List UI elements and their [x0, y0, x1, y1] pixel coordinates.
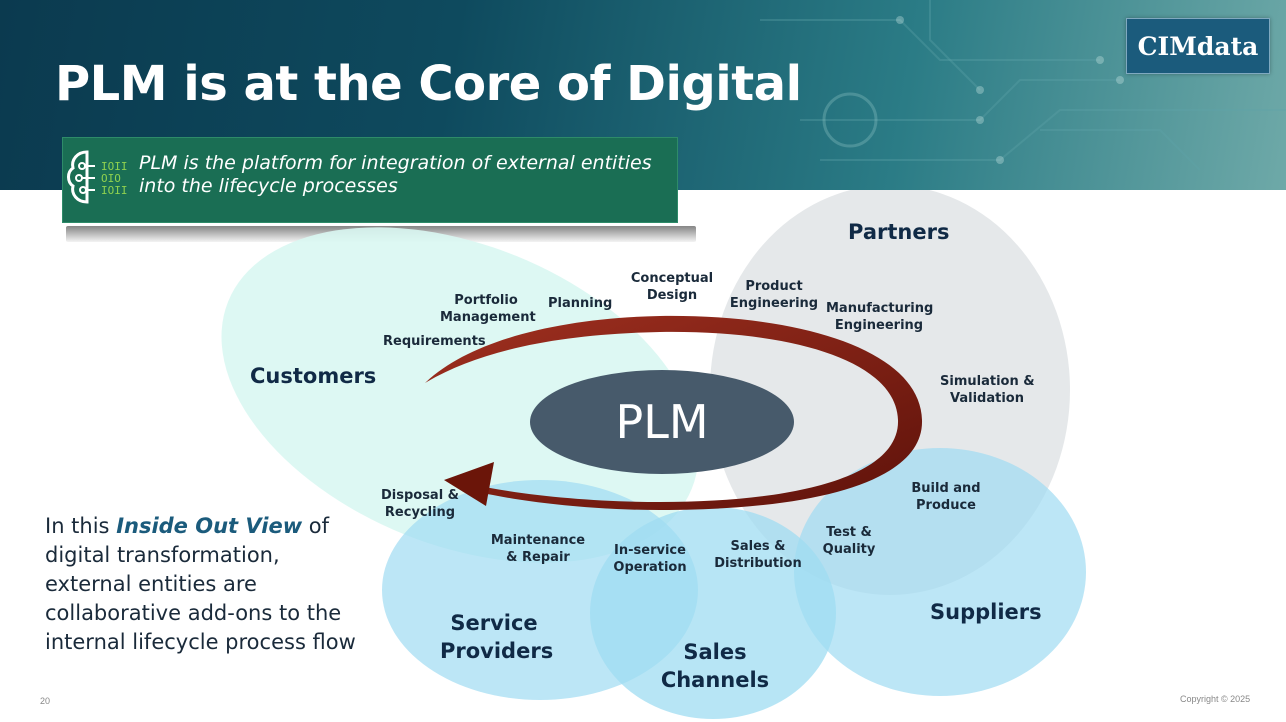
- stage-manufacturing-line-1: Manufacturing: [826, 301, 934, 316]
- stage-disposal-recycling: Disposal & Recycling: [380, 487, 460, 521]
- svg-text:IOII: IOII: [101, 160, 128, 173]
- stage-test-line-1: Test &: [826, 525, 872, 540]
- stage-manufacturing-engineering: Manufacturing Engineering: [826, 300, 934, 334]
- stage-inservice-line-1: In-service: [614, 543, 686, 558]
- copyright-text: Copyright © 2025: [1180, 694, 1251, 704]
- cimdata-logo: CIMdata: [1126, 18, 1270, 74]
- stage-conceptual-line-2: Design: [646, 288, 698, 303]
- stage-maintenance-repair: Maintenance & Repair: [490, 532, 586, 566]
- sales-channels-line-1: Sales: [683, 640, 747, 664]
- stage-portfolio-line-2: Management: [440, 310, 536, 325]
- stage-requirements: Requirements: [383, 334, 486, 349]
- stage-test-line-2: Quality: [822, 542, 876, 557]
- description-before: In this: [45, 514, 117, 538]
- stage-sales-line-1: Sales &: [730, 539, 786, 554]
- stage-build-line-1: Build and: [911, 481, 981, 496]
- sales-channels-circle: [590, 507, 836, 719]
- circuit-decoration: [760, 0, 1286, 171]
- stage-manufacturing-line-2: Engineering: [834, 318, 924, 333]
- customers-ellipse: [221, 227, 699, 563]
- plm-label: PLM: [615, 395, 709, 449]
- stage-product-engineering: Product Engineering: [728, 278, 820, 312]
- suppliers-circle: [794, 448, 1086, 696]
- description-after: of digital transformation, external enti…: [45, 514, 356, 654]
- callout-box: IOII OIO IOII PLM is the platform for in…: [62, 137, 678, 223]
- brain-binary-icon: IOII OIO IOII: [65, 146, 133, 221]
- stage-maintenance-line-1: Maintenance: [490, 533, 586, 548]
- suppliers-label: Suppliers: [930, 600, 1042, 624]
- stage-simulation-line-1: Simulation &: [940, 374, 1035, 389]
- lifecycle-arrowhead: [444, 462, 494, 506]
- stage-build-line-2: Produce: [916, 498, 976, 513]
- stage-inservice-line-2: Operation: [613, 560, 687, 575]
- stage-conceptual-line-1: Conceptual: [630, 271, 714, 286]
- stage-maintenance-line-2: & Repair: [506, 550, 570, 565]
- stage-disposal-line-1: Disposal &: [380, 488, 460, 503]
- page-number: 20: [40, 696, 51, 706]
- stage-product-line-2: Engineering: [729, 296, 819, 311]
- stage-disposal-line-2: Recycling: [384, 505, 456, 520]
- svg-text:IOII: IOII: [101, 184, 128, 197]
- stage-sales-line-2: Distribution: [714, 556, 802, 571]
- stage-planning: Planning: [548, 296, 613, 311]
- stage-inservice-operation: In-service Operation: [612, 542, 688, 576]
- svg-text:OIO: OIO: [101, 172, 121, 185]
- sales-channels-label: Sales Channels: [660, 638, 770, 694]
- sales-channels-line-2: Channels: [660, 668, 770, 692]
- callout-text: PLM is the platform for integration of e…: [139, 152, 652, 197]
- partners-label: Partners: [848, 220, 950, 244]
- service-providers-label: Service Providers: [440, 609, 554, 665]
- stage-simulation-validation: Simulation & Validation: [940, 373, 1035, 407]
- stage-conceptual-design: Conceptual Design: [630, 270, 714, 304]
- stage-simulation-line-2: Validation: [950, 391, 1024, 406]
- customers-label: Customers: [250, 364, 377, 388]
- description-text: In this Inside Out View of digital trans…: [45, 512, 365, 657]
- stage-test-quality: Test & Quality: [820, 524, 878, 558]
- stage-product-line-1: Product: [745, 279, 803, 294]
- stage-portfolio-line-1: Portfolio: [454, 293, 518, 308]
- plm-ellipse: [530, 370, 794, 474]
- service-providers-line-2: Providers: [440, 639, 554, 663]
- page-title: PLM is at the Core of Digital: [55, 56, 802, 112]
- stage-sales-distribution: Sales & Distribution: [714, 538, 802, 572]
- description-highlight: Inside Out View: [116, 514, 303, 538]
- service-providers-line-1: Service: [450, 611, 538, 635]
- stage-build-produce: Build and Produce: [910, 480, 982, 514]
- lifecycle-diagram: [221, 190, 1086, 719]
- stage-portfolio-management: Portfolio Management: [440, 292, 536, 326]
